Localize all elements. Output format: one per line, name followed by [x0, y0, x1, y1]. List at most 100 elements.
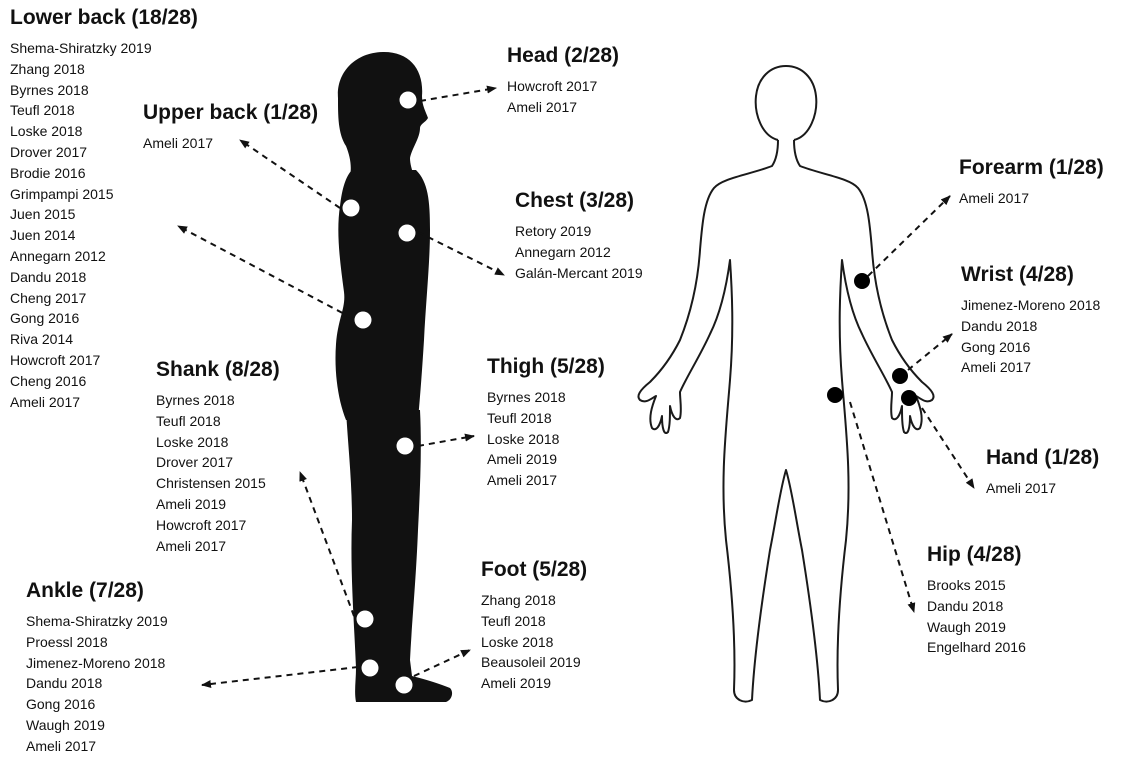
- reference-item: Loske 2018: [487, 429, 605, 450]
- reference-item: Drover 2017: [156, 452, 280, 473]
- sensor-lower-back: [355, 312, 372, 329]
- reference-item: Galán-Mercant 2019: [515, 263, 643, 284]
- arrow-foot: [414, 650, 470, 676]
- group-title: Forearm (1/28): [959, 156, 1104, 180]
- group-title: Foot (5/28): [481, 558, 587, 582]
- group-hand: Hand (1/28) Ameli 2017: [986, 446, 1099, 499]
- reference-item: Gong 2016: [26, 694, 168, 715]
- group-forearm: Forearm (1/28) Ameli 2017: [959, 156, 1104, 209]
- reference-item: Ameli 2019: [156, 494, 280, 515]
- reference-item: Shema-Shiratzky 2019: [10, 38, 198, 59]
- front-outline-body: [638, 66, 933, 702]
- reference-item: Gong 2016: [961, 337, 1100, 358]
- arrow-lower-back: [178, 226, 352, 318]
- reference-item: Juen 2014: [10, 225, 198, 246]
- reference-item: Byrnes 2018: [156, 390, 280, 411]
- group-title: Hand (1/28): [986, 446, 1099, 470]
- reference-item: Zhang 2018: [10, 59, 198, 80]
- reference-list: Howcroft 2017Ameli 2017: [507, 76, 619, 118]
- sensor-hand: [901, 390, 917, 406]
- reference-item: Teufl 2018: [487, 408, 605, 429]
- reference-item: Ameli 2017: [959, 188, 1104, 209]
- reference-item: Teufl 2018: [156, 411, 280, 432]
- reference-item: Brodie 2016: [10, 163, 198, 184]
- reference-item: Engelhard 2016: [927, 637, 1026, 658]
- group-title: Hip (4/28): [927, 543, 1026, 567]
- arrow-forearm: [868, 196, 950, 276]
- sensor-upper-back: [343, 200, 360, 217]
- group-upper-back: Upper back (1/28) Ameli 2017: [143, 101, 318, 154]
- reference-item: Retory 2019: [515, 221, 643, 242]
- reference-item: Ameli 2019: [481, 673, 587, 694]
- sensor-foot: [396, 677, 413, 694]
- silhouette-head: [338, 52, 428, 176]
- outline-head: [756, 66, 817, 140]
- outline-body: [638, 140, 933, 702]
- reference-item: Proessl 2018: [26, 632, 168, 653]
- reference-item: Howcroft 2017: [507, 76, 619, 97]
- sensor-ankle: [362, 660, 379, 677]
- reference-item: Dandu 2018: [10, 267, 198, 288]
- reference-item: Waugh 2019: [26, 715, 168, 736]
- reference-item: Jimenez-Moreno 2018: [26, 653, 168, 674]
- reference-item: Beausoleil 2019: [481, 652, 587, 673]
- reference-item: Ameli 2017: [26, 736, 168, 757]
- reference-item: Zhang 2018: [481, 590, 587, 611]
- silhouette-legs: [346, 410, 452, 702]
- reference-item: Waugh 2019: [927, 617, 1026, 638]
- reference-item: Juen 2015: [10, 204, 198, 225]
- reference-item: Ameli 2017: [143, 133, 318, 154]
- reference-item: Teufl 2018: [481, 611, 587, 632]
- sensor-forearm: [854, 273, 870, 289]
- side-silhouette: [335, 52, 452, 702]
- arrow-wrist: [908, 334, 952, 370]
- arrow-shank: [300, 472, 354, 616]
- arrow-hand: [922, 408, 974, 488]
- group-title: Thigh (5/28): [487, 355, 605, 379]
- reference-item: Riva 2014: [10, 329, 198, 350]
- reference-item: Christensen 2015: [156, 473, 280, 494]
- group-shank: Shank (8/28) Byrnes 2018Teufl 2018Loske …: [156, 358, 280, 556]
- reference-item: Shema-Shiratzky 2019: [26, 611, 168, 632]
- reference-item: Jimenez-Moreno 2018: [961, 295, 1100, 316]
- group-head: Head (2/28) Howcroft 2017Ameli 2017: [507, 44, 619, 118]
- reference-item: Brooks 2015: [927, 575, 1026, 596]
- reference-item: Ameli 2017: [487, 470, 605, 491]
- reference-item: Ameli 2017: [986, 478, 1099, 499]
- reference-item: Dandu 2018: [961, 316, 1100, 337]
- group-title: Head (2/28): [507, 44, 619, 68]
- group-title: Chest (3/28): [515, 189, 643, 213]
- arrow-ankle: [202, 667, 358, 685]
- group-title: Ankle (7/28): [26, 579, 168, 603]
- sensor-hip: [827, 387, 843, 403]
- sensor-wrist: [892, 368, 908, 384]
- reference-item: Howcroft 2017: [156, 515, 280, 536]
- sensor-shank: [357, 611, 374, 628]
- reference-list: Ameli 2017: [959, 188, 1104, 209]
- arrow-head: [420, 88, 496, 101]
- sensor-head: [400, 92, 417, 109]
- reference-item: Loske 2018: [156, 432, 280, 453]
- reference-item: Annegarn 2012: [10, 246, 198, 267]
- group-title: Lower back (18/28): [10, 6, 198, 30]
- reference-item: Cheng 2017: [10, 288, 198, 309]
- reference-item: Dandu 2018: [26, 673, 168, 694]
- reference-item: Loske 2018: [481, 632, 587, 653]
- reference-item: Byrnes 2018: [487, 387, 605, 408]
- reference-item: Ameli 2017: [507, 97, 619, 118]
